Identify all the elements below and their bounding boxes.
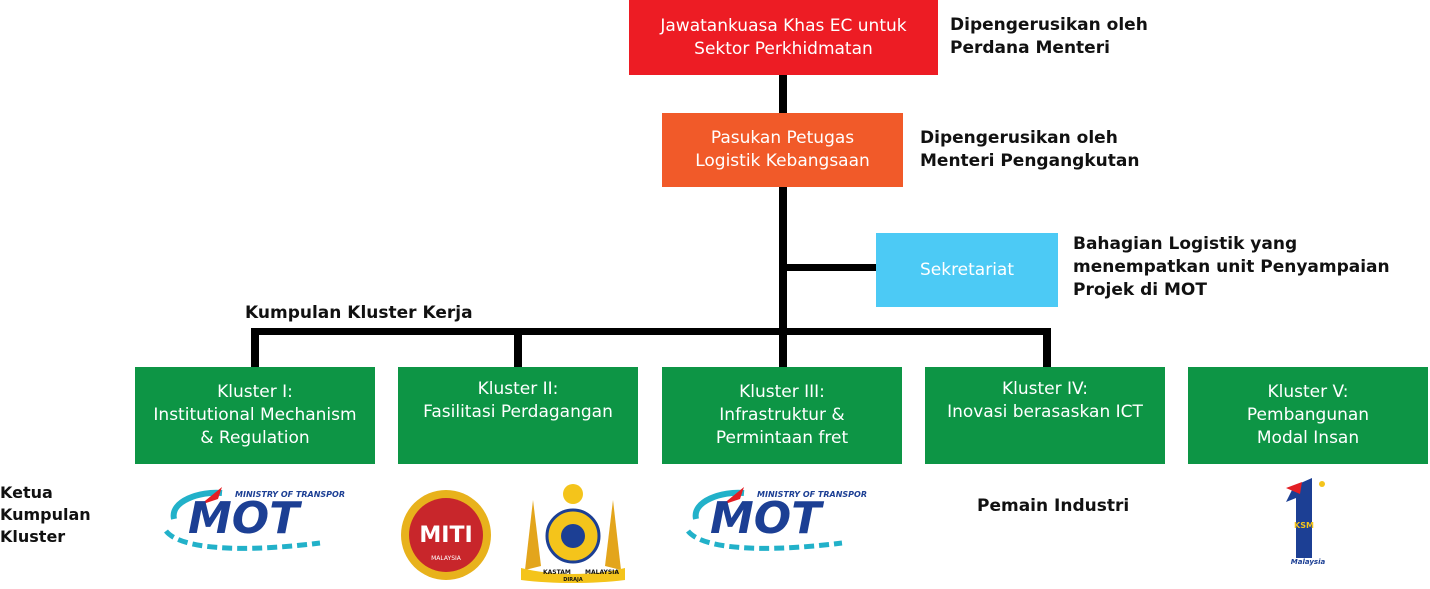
connector-cluster-bus <box>251 328 1051 335</box>
node-special-committee: Jawatankuasa Khas EC untuk Sektor Perkhi… <box>629 0 938 75</box>
mot-text: MOT <box>188 493 302 544</box>
miti-subtext: MALAYSIA <box>431 555 462 562</box>
mot-text-cluster3: MOT <box>710 493 824 544</box>
mot-logo-cluster3: MINISTRY OF TRANSPORT MOT <box>686 487 867 551</box>
mot-subtext-cluster3: MINISTRY OF TRANSPORT <box>757 490 867 499</box>
cluster-5-box: Kluster V: Pembangunan Modal Insan <box>1188 367 1428 464</box>
1ksm-caption: Malaysia <box>1291 558 1326 566</box>
kastam-crest-logo: KASTAM MALAYSIA DIRAJA <box>521 484 625 583</box>
connector-trunk <box>779 187 787 335</box>
connector-cluster-2 <box>514 328 522 368</box>
connector-cluster-1 <box>251 328 259 368</box>
connector-top-to-taskforce <box>779 75 787 113</box>
cluster-3-box: Kluster III: Infrastruktur & Permintaan … <box>662 367 902 464</box>
kastam-subtext: MALAYSIA <box>585 569 619 576</box>
connector-cluster-3 <box>779 328 787 368</box>
1ksm-logo: KSM 1 Malaysia <box>1286 478 1326 566</box>
cluster-2-box: Kluster II: Fasilitasi Perdagangan <box>398 367 638 464</box>
cluster-leaders-label: Ketua Kumpulan Kluster <box>0 483 91 546</box>
1ksm-text: 1 <box>1298 493 1299 495</box>
note-secretariat-description: Bahagian Logistik yang menempatkan unit … <box>1073 234 1390 300</box>
connector-cluster-4 <box>1043 328 1051 368</box>
note-task-force-chair: Dipengerusikan oleh Menteri Pengangkutan <box>920 128 1140 171</box>
kastam-motto: DIRAJA <box>563 577 583 583</box>
node-national-logistics-task-force: Pasukan Petugas Logistik Kebangsaan <box>662 113 903 187</box>
node-secretariat: Sekretariat <box>876 233 1058 307</box>
cluster-1-box: Kluster I: Institutional Mechanism & Reg… <box>135 367 375 464</box>
cluster-4-box: Kluster IV: Inovasi berasaskan ICT <box>925 367 1165 464</box>
miti-logo: MITI MALAYSIA <box>401 490 491 580</box>
1ksm-subtext: KSM <box>1294 521 1314 530</box>
note-special-committee-chair: Dipengerusikan oleh Perdana Menteri <box>950 15 1148 58</box>
connector-secretariat <box>783 264 876 271</box>
kastam-text: KASTAM <box>543 569 571 576</box>
mot-subtext: MINISTRY OF TRANSPORT <box>235 490 345 499</box>
miti-text: MITI <box>419 523 472 548</box>
working-group-label: Kumpulan Kluster Kerja <box>245 303 473 323</box>
cluster-4-leader: Pemain Industri <box>977 496 1130 516</box>
mot-logo: MINISTRY OF TRANSPORT MOT <box>164 487 345 551</box>
